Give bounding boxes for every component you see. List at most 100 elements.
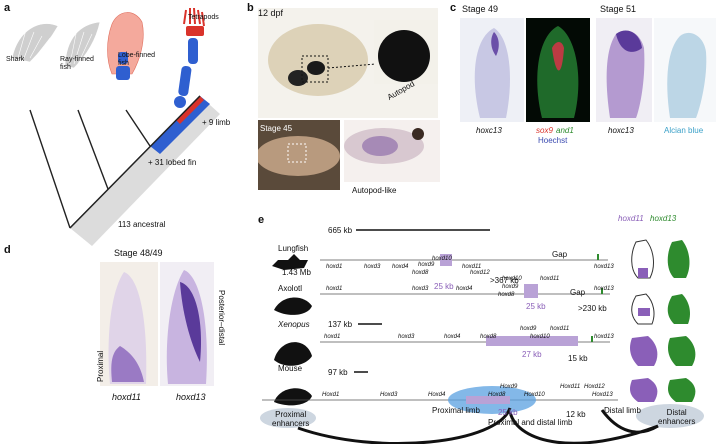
gene-label: hoxd13 xyxy=(594,334,614,340)
gene-label: hoxd4 xyxy=(392,264,409,270)
dist-xenopus: 15 kb xyxy=(568,354,588,363)
tetrapod-limb-icon xyxy=(174,7,205,108)
block-lungfish: 25 kb xyxy=(434,282,454,291)
limb-cartoons xyxy=(630,239,696,402)
gene-label: Hoxd13 xyxy=(592,392,613,398)
gene-label: hoxd11 xyxy=(550,326,570,332)
label-and1: and1 xyxy=(556,126,574,135)
label-prox-and-distal: Proximal and distal limb xyxy=(488,418,573,427)
label-alcian: Alcian blue xyxy=(664,126,704,135)
gene-label: hoxd4 xyxy=(444,334,461,340)
label-proximal-limb: Proximal limb xyxy=(432,406,481,415)
gene-label: hoxd10 xyxy=(502,276,522,282)
label-proximal-enhancers: Proximal enhancers xyxy=(272,410,310,428)
dist-axolotl: >230 kb xyxy=(578,304,607,313)
gene-label: hoxd4 xyxy=(456,286,473,292)
gene-label: hoxd8 xyxy=(480,334,497,340)
lungfish-track xyxy=(272,229,608,270)
block-xenopus: 27 kb xyxy=(522,350,542,359)
gene-label: Hoxd10 xyxy=(524,392,545,398)
gene-label: hoxd10 xyxy=(530,334,550,340)
hoxd13-photo xyxy=(160,262,214,386)
gene-label: Hoxd11 xyxy=(560,384,581,390)
label-stage51: Stage 51 xyxy=(600,4,637,14)
gene-label: Hoxd9 xyxy=(500,384,518,390)
taxon-shark: Shark xyxy=(6,56,25,63)
label-stage48-49: Stage 48/49 xyxy=(114,248,163,258)
stage45-photo xyxy=(258,120,340,190)
phylogeny-tree xyxy=(11,7,220,246)
gene-label: hoxd13 xyxy=(594,264,614,270)
label-hoxc13-a: hoxc13 xyxy=(476,126,502,135)
label-sox9: sox9 xyxy=(536,126,553,135)
hoxd11-photo xyxy=(100,262,158,386)
gene-label: hoxd11 xyxy=(462,264,482,270)
gene-label: hoxd9 xyxy=(502,284,519,290)
gene-label: hoxd13 xyxy=(594,286,614,292)
gene-label: hoxd8 xyxy=(412,270,429,276)
gene-label: hoxd3 xyxy=(398,334,415,340)
block-mouse: 25 kb xyxy=(498,408,518,417)
gene-label: Hoxd12 xyxy=(584,384,605,390)
species-axolotl: Axolotl xyxy=(278,284,303,293)
panel-label-d: d xyxy=(4,244,11,256)
dist-lungfish: >367 kb xyxy=(490,276,519,285)
gene-label: hoxd9 xyxy=(418,262,435,268)
taxon-lobe-finned: Lobe-finned fish xyxy=(118,52,155,67)
gene-label: Hoxd4 xyxy=(428,392,446,398)
ray-finned-fin-icon xyxy=(64,21,101,69)
scale-xenopus: 137 kb xyxy=(328,320,353,329)
alcian-blue-photo xyxy=(654,18,716,122)
taxon-tetrapods: Tetrapods xyxy=(188,14,219,21)
scale-lungfish: 665 kb xyxy=(328,226,353,235)
gene-label: hoxd10 xyxy=(432,256,452,262)
gene-label: hoxd12 xyxy=(470,270,490,276)
gene-label: Hoxd8 xyxy=(488,392,506,398)
label-posterior-distal: Posterior–distal xyxy=(217,290,226,346)
axolotl-track xyxy=(274,284,610,315)
xenopus-track xyxy=(274,323,610,366)
autopod-inset xyxy=(374,20,438,84)
label-plus-lobed: + 31 lobed fin xyxy=(148,158,197,167)
species-mouse: Mouse xyxy=(278,364,303,373)
label-12dpf: 12 dpf xyxy=(258,8,284,18)
label-distal-enhancers: Distal enhancers xyxy=(658,408,696,426)
scale-mouse: 97 kb xyxy=(328,368,348,377)
label-distal-limb: Distal limb xyxy=(604,406,641,415)
scale-axolotl: 1.43 Mb xyxy=(282,268,311,277)
label-autopod-like: Autopod-like xyxy=(352,186,397,195)
species-lungfish: Lungfish xyxy=(278,244,309,253)
gene-label: hoxd9 xyxy=(520,326,537,332)
gene-label: hoxd8 xyxy=(498,292,515,298)
label-hoxd13: hoxd13 xyxy=(176,392,206,402)
gene-label: hoxd3 xyxy=(412,286,429,292)
dist-mouse: 12 kb xyxy=(566,410,586,419)
gap-lungfish: Gap xyxy=(552,250,568,259)
autopod-like-photo xyxy=(344,120,440,182)
legend-hoxd13: hoxd13 xyxy=(650,214,677,223)
gene-label: hoxd3 xyxy=(364,264,381,270)
gene-label: hoxd1 xyxy=(326,286,343,292)
label-plus-limb: + 9 limb xyxy=(202,118,231,127)
lobe-finned-fin-icon xyxy=(107,12,144,80)
gap-axolotl: Gap xyxy=(570,288,586,297)
label-hoxd11: hoxd11 xyxy=(112,392,141,402)
panel-label-e: e xyxy=(258,214,265,226)
gene-label: hoxd1 xyxy=(324,334,341,340)
gene-label: hoxd1 xyxy=(326,264,343,270)
panel-label-a: a xyxy=(4,2,11,14)
label-hoxc13-b: hoxc13 xyxy=(608,126,634,135)
label-stage45: Stage 45 xyxy=(260,124,293,133)
sox9-and1-photo xyxy=(526,18,590,122)
hox-cluster-diagram xyxy=(260,229,704,444)
hoxc13-stage51-photo xyxy=(596,18,652,122)
species-xenopus: Xenopus xyxy=(278,320,310,329)
label-ancestral: 113 ancestral xyxy=(118,220,166,229)
block-axolotl: 25 kb xyxy=(526,302,546,311)
label-hoechst: Hoechst xyxy=(538,136,568,145)
label-proximal: Proximal xyxy=(96,350,105,382)
mouse-track xyxy=(260,371,704,444)
shark-fin-icon xyxy=(11,23,59,63)
gene-label: hoxd11 xyxy=(540,276,560,282)
